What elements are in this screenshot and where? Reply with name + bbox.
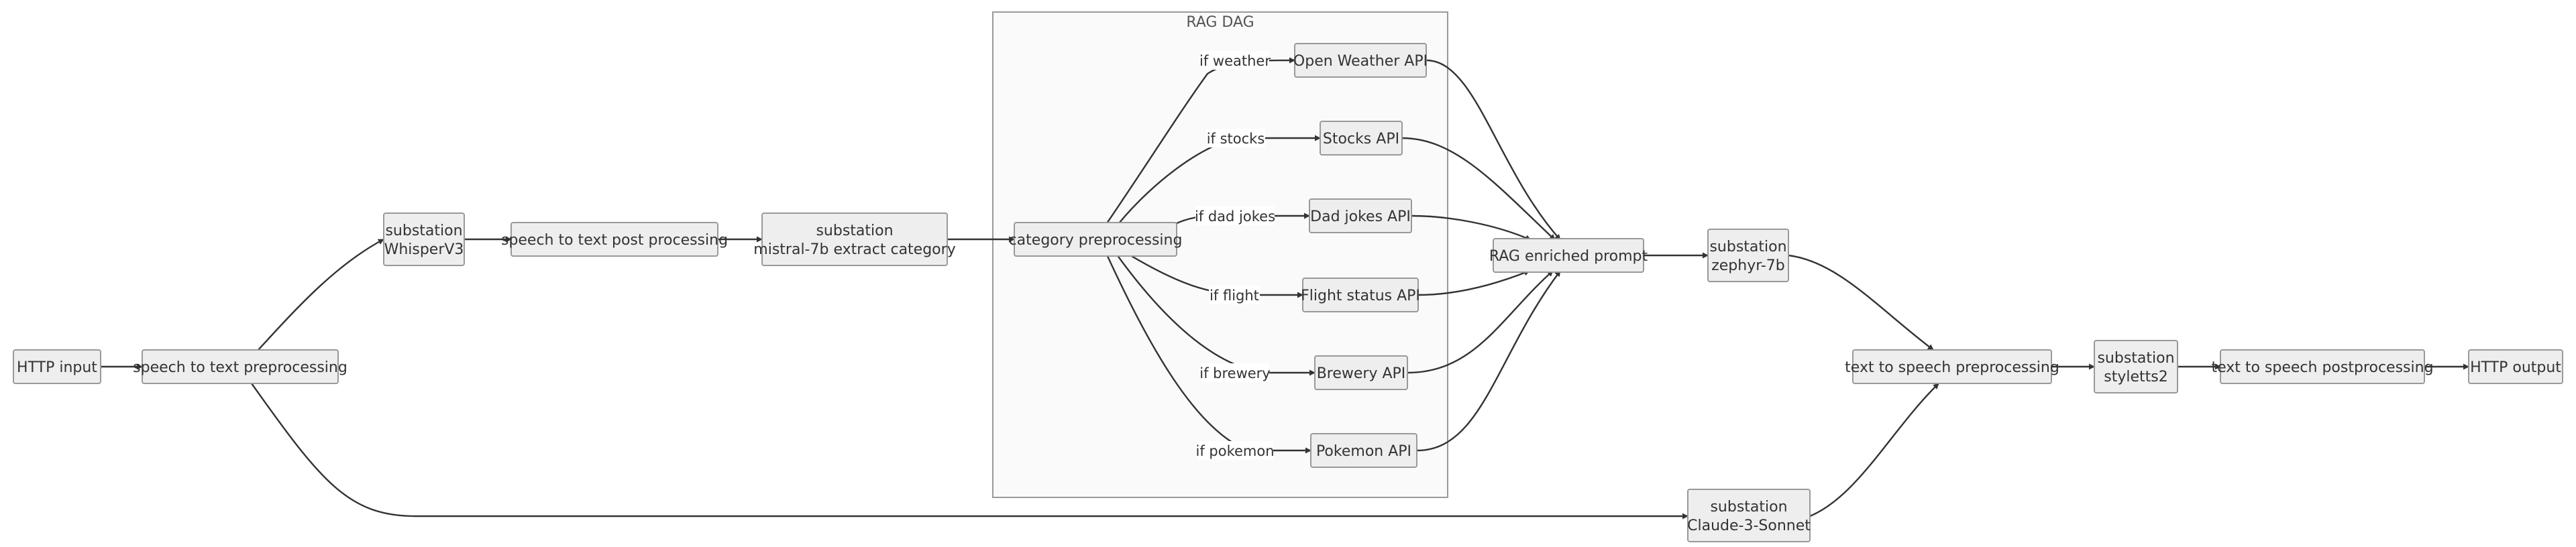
node-flight-api-label-0: Flight status API [1301, 288, 1420, 304]
edge-label-weather: if weather [1199, 51, 1271, 70]
rag-dag-cluster-label: RAG DAG [1186, 14, 1254, 31]
node-substation-claude-label-1: Claude-3-Sonnet [1687, 518, 1811, 534]
edge-flight-to-rag [1417, 269, 1530, 296]
node-substation-whisper-label-1: WhisperV3 [384, 241, 464, 258]
node-stocks-api-label-0: Stocks API [1323, 131, 1399, 147]
edge-stt-pre-to-whisper [258, 238, 384, 351]
edge-label-brewery: if brewery [1199, 363, 1271, 382]
node-stt-preprocessing-label-0: speech to text preprocessing [133, 359, 347, 376]
node-rag-enriched-prompt-label-0: RAG enriched prompt [1489, 248, 1648, 265]
edge-stocks-to-rag [1401, 137, 1556, 241]
node-stocks-api: Stocks API [1320, 121, 1403, 156]
edge-claude-to-tts-pre [1809, 383, 1939, 518]
edge-label-pokemon: if pokemon [1195, 441, 1275, 460]
node-http-input: HTTP input [13, 349, 101, 384]
node-substation-zephyr: substation zephyr-7b [1707, 229, 1789, 282]
node-brewery-api-label-0: Brewery API [1317, 365, 1406, 382]
node-substation-mistral-label-0: substation [816, 223, 893, 239]
edge-labels: if weather if stocks if dad jokes if fli… [1195, 51, 1275, 460]
node-http-input-label-0: HTTP input [17, 359, 97, 376]
node-substation-zephyr-label-0: substation [1709, 239, 1786, 255]
node-dadjokes-api-label-0: Dad jokes API [1310, 208, 1411, 225]
node-stt-postprocessing: speech to text post processing [501, 222, 728, 257]
edge-label-brewery-text: if brewery [1199, 365, 1270, 381]
edge-label-dadjokes: if dad jokes [1195, 206, 1275, 225]
edge-stt-pre-to-claude [251, 383, 1688, 520]
edge-zephyr-to-tts-pre [1788, 254, 1934, 351]
node-substation-zephyr-label-1: zephyr-7b [1711, 257, 1785, 274]
node-category-preprocessing: category preprocessing [1009, 222, 1183, 257]
edge-label-weather-text: if weather [1199, 53, 1271, 69]
node-dadjokes-api: Dad jokes API [1309, 198, 1412, 233]
node-weather-api: Open Weather API [1293, 43, 1428, 78]
node-tts-postprocessing: text to speech postprocessing [2211, 349, 2434, 384]
node-stt-postprocessing-label-0: speech to text post processing [501, 232, 728, 249]
node-pokemon-api-label-0: Pokemon API [1316, 443, 1411, 460]
node-substation-mistral: substation mistral-7b extract category [753, 212, 956, 266]
node-pokemon-api: Pokemon API [1310, 433, 1417, 468]
node-rag-enriched-prompt: RAG enriched prompt [1489, 238, 1648, 273]
edge-weather-to-rag [1426, 59, 1561, 241]
node-http-output: HTTP output [2468, 349, 2563, 384]
edge-dadjokes-to-rag [1411, 215, 1532, 241]
node-category-preprocessing-label-0: category preprocessing [1009, 232, 1183, 249]
node-substation-mistral-label-1: mistral-7b extract category [753, 241, 955, 258]
edge-label-stocks-text: if stocks [1207, 131, 1265, 147]
edge-brewery-to-rag [1407, 270, 1554, 374]
node-flight-api: Flight status API [1301, 278, 1420, 312]
edge-label-stocks: if stocks [1206, 129, 1265, 147]
node-weather-api-label-0: Open Weather API [1293, 53, 1428, 70]
edge-label-flight-text: if flight [1210, 288, 1259, 304]
edge-pokemon-to-rag [1416, 270, 1561, 452]
nodes: HTTP input speech to text preprocessing … [13, 43, 2563, 542]
node-substation-styletts-label-0: substation [2097, 350, 2174, 367]
node-substation-whisper-label-0: substation [385, 223, 462, 239]
node-stt-preprocessing: speech to text preprocessing [133, 349, 347, 384]
edge-label-dadjokes-text: if dad jokes [1195, 208, 1275, 225]
node-substation-styletts-label-1: styletts2 [2104, 369, 2167, 385]
node-http-output-label-0: HTTP output [2470, 359, 2561, 376]
edge-label-pokemon-text: if pokemon [1195, 443, 1274, 459]
node-substation-claude-label-0: substation [1710, 499, 1787, 515]
edges [101, 57, 2469, 520]
edge-label-flight: if flight [1209, 286, 1260, 304]
node-tts-preprocessing: text to speech preprocessing [1845, 349, 2059, 384]
node-tts-preprocessing-label-0: text to speech preprocessing [1845, 359, 2059, 376]
node-tts-postprocessing-label-0: text to speech postprocessing [2211, 359, 2433, 376]
node-substation-styletts: substation styletts2 [2094, 340, 2178, 393]
node-brewery-api: Brewery API [1314, 355, 1408, 390]
